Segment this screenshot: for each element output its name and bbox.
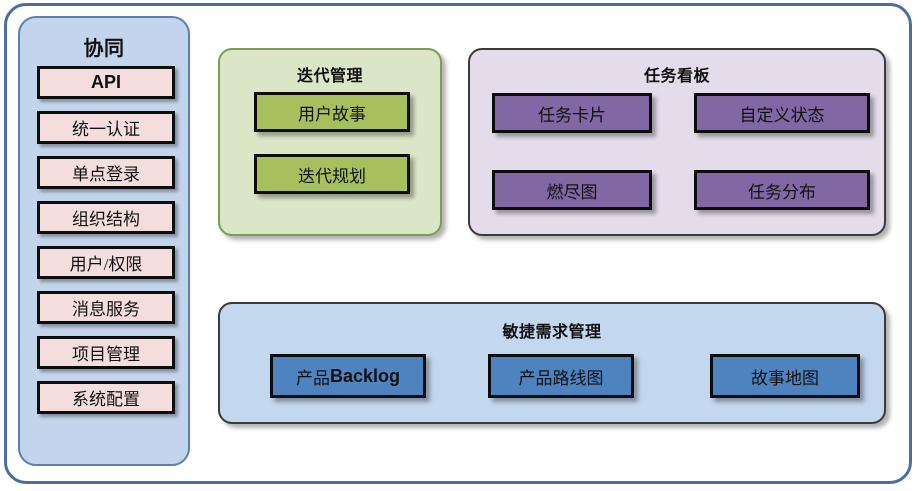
agile-box-story-map[interactable]: 故事地图: [710, 354, 860, 398]
sidebar-item-unified-auth[interactable]: 统一认证: [37, 111, 175, 144]
agile-box-product-backlog-latin: Backlog: [329, 365, 401, 386]
agile-box-product-roadmap[interactable]: 产品路线图: [488, 354, 634, 398]
agile-box-product-backlog-cjk: 产品: [295, 368, 330, 388]
sidebar-item-org-structure[interactable]: 组织结构: [37, 201, 175, 234]
iteration-box-iteration-planning[interactable]: 迭代规划: [254, 154, 410, 194]
sidebar-item-user-permission[interactable]: 用户/权限: [37, 246, 175, 279]
sidebar-item-api[interactable]: API: [37, 66, 175, 99]
taskboard-panel-title: 任务看板: [643, 68, 710, 85]
sidebar-title: 协同: [83, 38, 125, 60]
panel-iteration-management[interactable]: 迭代管理 用户故事 迭代规划: [218, 48, 442, 236]
taskboard-box-burndown-chart[interactable]: 燃尽图: [492, 170, 652, 210]
sidebar-item-list: API 统一认证 单点登录 组织结构 用户/权限 消息服务 项目管理 系统配置: [37, 66, 175, 426]
sidebar-panel-collaboration[interactable]: 协同 API 统一认证 单点登录 组织结构 用户/权限 消息服务 项目管理 系统…: [18, 16, 190, 466]
iteration-box-user-story[interactable]: 用户故事: [254, 92, 410, 132]
sidebar-item-single-sign-on[interactable]: 单点登录: [37, 156, 175, 189]
agile-panel-title: 敏捷需求管理: [502, 324, 602, 341]
taskboard-box-task-distribution[interactable]: 任务分布: [694, 170, 870, 210]
taskboard-box-task-card[interactable]: 任务卡片: [492, 93, 652, 133]
sidebar-item-message-service[interactable]: 消息服务: [37, 291, 175, 324]
taskboard-box-custom-status[interactable]: 自定义状态: [694, 93, 870, 133]
sidebar-item-system-config[interactable]: 系统配置: [37, 381, 175, 414]
panel-task-board[interactable]: 任务看板 任务卡片 自定义状态 燃尽图 任务分布: [468, 48, 886, 236]
sidebar-item-project-management[interactable]: 项目管理: [37, 336, 175, 369]
iteration-panel-title: 迭代管理: [296, 68, 363, 85]
